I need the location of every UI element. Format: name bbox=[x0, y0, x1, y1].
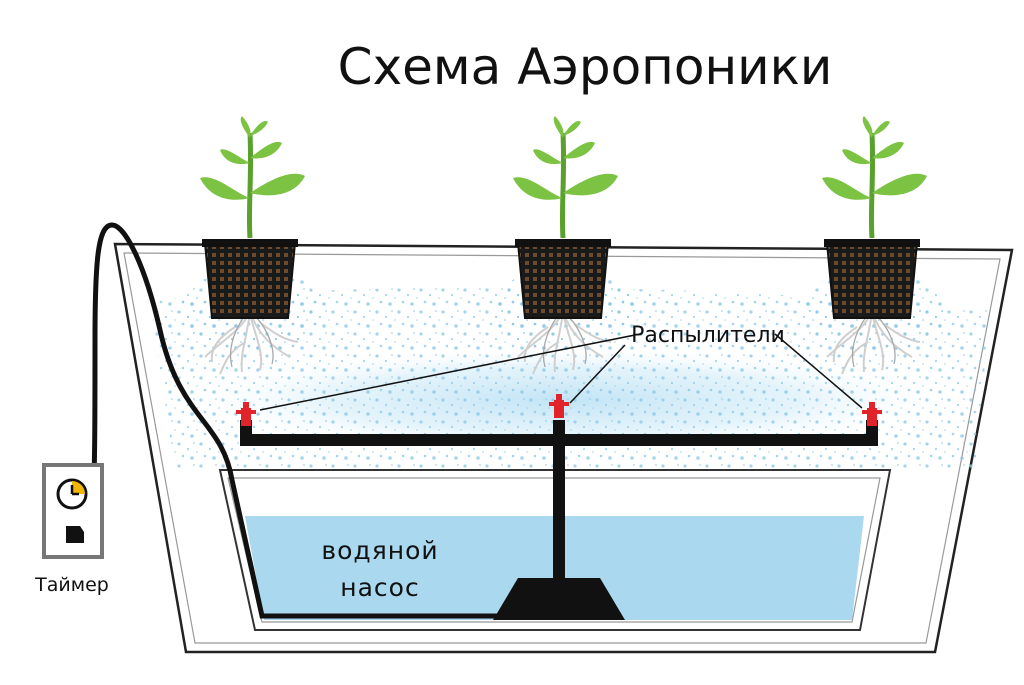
page-title: Схема Аэропоники bbox=[338, 38, 833, 96]
timer-label: Таймер bbox=[34, 574, 109, 596]
plant-icon bbox=[513, 116, 618, 238]
sprayer-manifold bbox=[240, 420, 878, 446]
sprayers-label: Распылители bbox=[631, 323, 785, 348]
plant-icon bbox=[200, 116, 305, 238]
riser-pipe bbox=[553, 420, 565, 580]
plug-icon bbox=[66, 526, 84, 543]
water-pump bbox=[493, 578, 625, 620]
sprayers-callout: Распылители bbox=[259, 323, 863, 411]
pump-label-line1: водяной bbox=[321, 536, 438, 565]
clock-icon bbox=[56, 478, 88, 510]
plant-icon bbox=[822, 116, 927, 238]
timer bbox=[42, 463, 104, 559]
pump-label-line2: насос bbox=[340, 573, 419, 602]
